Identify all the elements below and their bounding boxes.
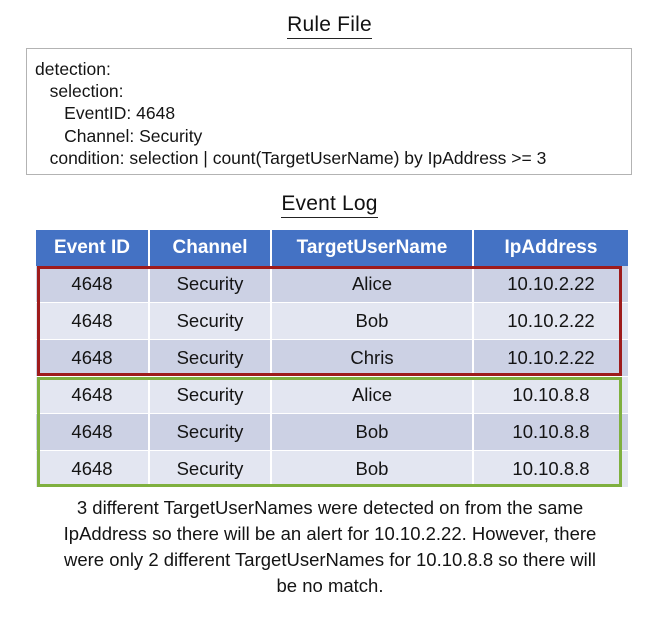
rule-line-selection: selection: xyxy=(35,81,124,102)
cell-channel: Security xyxy=(148,376,272,414)
cell-event-id: 4648 xyxy=(36,339,150,377)
cell-ip: 10.10.2.22 xyxy=(472,302,628,340)
cell-channel: Security xyxy=(148,339,272,377)
column-header-targetusername: TargetUserName xyxy=(270,230,474,266)
cell-channel: Security xyxy=(148,450,272,488)
event-log-title: Event Log xyxy=(0,192,659,219)
table-row: 4648 Security Bob 10.10.2.22 xyxy=(36,302,628,340)
cell-user: Bob xyxy=(270,413,474,451)
rule-file-title: Rule File xyxy=(0,13,659,40)
cell-ip: 10.10.8.8 xyxy=(472,450,628,488)
cell-channel: Security xyxy=(148,266,272,303)
table-row: 4648 Security Bob 10.10.8.8 xyxy=(36,450,628,488)
cell-event-id: 4648 xyxy=(36,376,150,414)
rule-line-channel: Channel: Security xyxy=(35,125,203,146)
cell-ip: 10.10.8.8 xyxy=(472,376,628,414)
cell-user: Chris xyxy=(270,339,474,377)
table-row: 4648 Security Bob 10.10.8.8 xyxy=(36,413,628,451)
explanation-caption: 3 different TargetUserNames were detecte… xyxy=(63,497,597,596)
cell-event-id: 4648 xyxy=(36,302,150,340)
table-body: 4648 Security Alice 10.10.2.22 4648 Secu… xyxy=(36,266,628,488)
cell-user: Bob xyxy=(270,450,474,488)
table-row: 4648 Security Chris 10.10.2.22 xyxy=(36,339,628,377)
cell-user: Bob xyxy=(270,302,474,340)
cell-user: Alice xyxy=(270,266,474,303)
rule-line-condition: condition: selection | count(TargetUserN… xyxy=(35,147,547,168)
rule-line-detection: detection: xyxy=(35,59,111,79)
rule-line-eventid: EventID: 4648 xyxy=(35,103,176,124)
table-row: 4648 Security Alice 10.10.8.8 xyxy=(36,376,628,414)
cell-ip: 10.10.2.22 xyxy=(472,266,628,303)
column-header-ipaddress: IpAddress xyxy=(472,230,628,266)
cell-event-id: 4648 xyxy=(36,266,150,303)
cell-channel: Security xyxy=(148,413,272,451)
cell-event-id: 4648 xyxy=(36,413,150,451)
table-header: Event ID Channel TargetUserName IpAddres… xyxy=(36,230,628,266)
rule-file-title-text: Rule File xyxy=(287,13,372,40)
cell-user: Alice xyxy=(270,376,474,414)
cell-event-id: 4648 xyxy=(36,450,150,488)
cell-ip: 10.10.2.22 xyxy=(472,339,628,377)
table-row: 4648 Security Alice 10.10.2.22 xyxy=(36,266,628,303)
column-header-event-id: Event ID xyxy=(36,230,150,266)
column-header-channel: Channel xyxy=(148,230,272,266)
cell-channel: Security xyxy=(148,302,272,340)
table-header-row: Event ID Channel TargetUserName IpAddres… xyxy=(36,230,628,266)
rule-file-box: detection: selection: EventID: 4648 Chan… xyxy=(26,48,632,175)
event-log-table: Event ID Channel TargetUserName IpAddres… xyxy=(36,230,628,488)
cell-ip: 10.10.8.8 xyxy=(472,413,628,451)
event-log-title-text: Event Log xyxy=(281,192,378,219)
